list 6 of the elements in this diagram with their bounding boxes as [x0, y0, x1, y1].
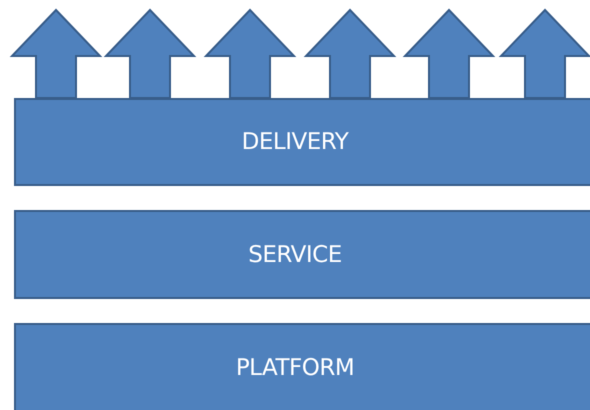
layer-bar [14, 323, 590, 410]
layer-label: SERVICE [248, 242, 342, 268]
layer-label: DELIVERY [242, 129, 348, 155]
layer-bar [14, 98, 590, 186]
layer-bar [14, 210, 590, 299]
layer-label: PLATFORM [236, 355, 354, 381]
